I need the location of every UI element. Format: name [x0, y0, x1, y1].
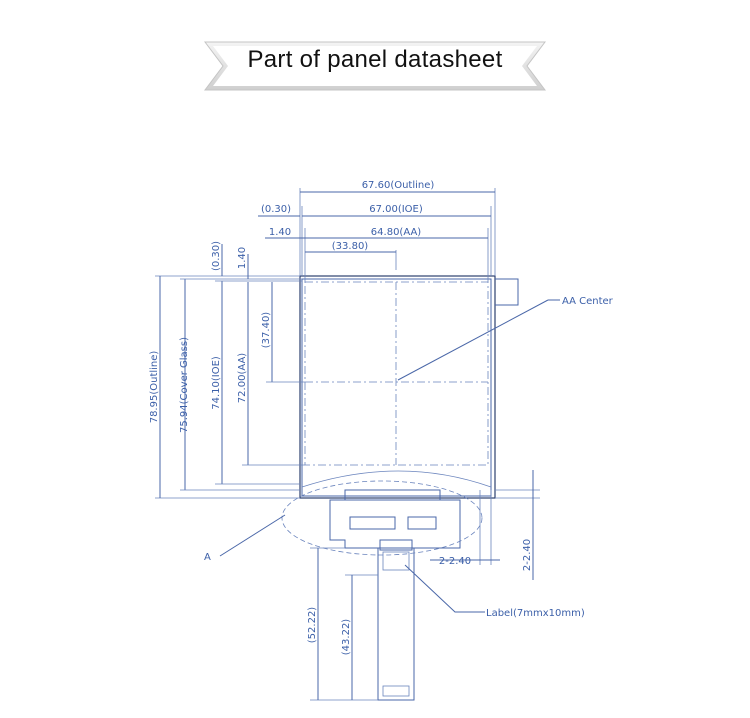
- left-dimensions: [155, 244, 305, 499]
- leader-lines: [219, 299, 560, 613]
- dim-aa-center-y: (37.40): [261, 312, 272, 349]
- dim-gap-vertical: 2-2.40: [522, 539, 533, 571]
- dim-aa-height: 72.00(AA): [237, 353, 248, 403]
- dim-offset-left-140: 1.40: [237, 247, 248, 269]
- panel-outline: [299, 275, 519, 499]
- callout-label: Label(7mmx10mm): [486, 608, 585, 619]
- callout-aa-center: AA Center: [562, 296, 614, 307]
- dim-gap-horizontal: 2-2.40: [439, 556, 471, 567]
- dim-outline-width: 67.60(Outline): [362, 180, 435, 191]
- fpc-connector: [329, 489, 461, 701]
- dim-cover-glass-height: 75.94(Cover Glass): [179, 337, 190, 433]
- dim-offset-left-030: (0.30): [211, 241, 222, 271]
- page-title: Part of panel datasheet: [247, 46, 503, 73]
- dim-fpc-tail: (43.22): [341, 619, 352, 656]
- dim-ioe-width: 67.00(IOE): [369, 204, 423, 215]
- dim-aa-center-x: (33.80): [332, 241, 369, 252]
- dim-fpc-total: (52.22): [307, 607, 318, 644]
- dim-ioe-height: 74.10(IOE): [211, 356, 222, 410]
- active-area: [304, 281, 489, 466]
- dim-outline-height: 78.95(Outline): [149, 351, 160, 424]
- right-dimensions: [430, 470, 540, 580]
- top-dimensions: [258, 188, 496, 282]
- detail-a-ellipse: [281, 480, 483, 556]
- callout-detail-a: A: [204, 552, 211, 563]
- dim-offset-top-140: 1.40: [269, 227, 291, 238]
- fpc-dimensions: [310, 547, 378, 701]
- dim-aa-width: 64.80(AA): [371, 227, 421, 238]
- title-banner: [204, 41, 546, 91]
- dim-offset-top-030: (0.30): [261, 204, 291, 215]
